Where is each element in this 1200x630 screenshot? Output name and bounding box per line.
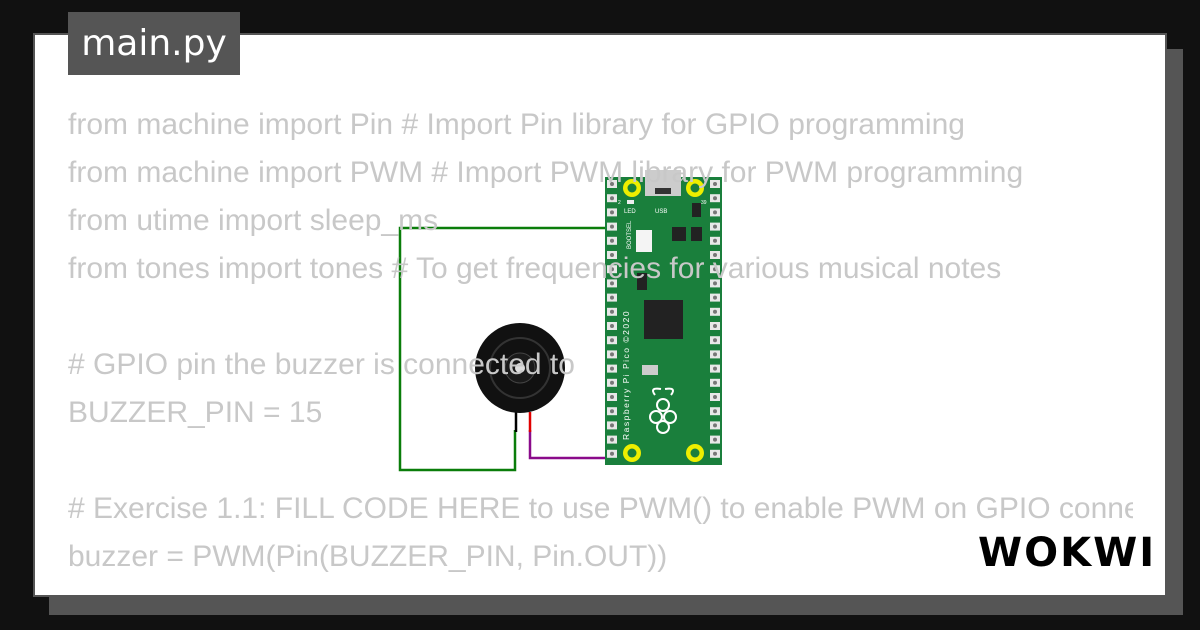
code-line: # GPIO pin the buzzer is connected to (68, 348, 575, 381)
pin-hole (610, 395, 614, 399)
bootsel-button[interactable] (636, 230, 652, 252)
pin-hole (610, 210, 614, 215)
pin-hole (713, 338, 717, 343)
pin-hole (610, 182, 614, 186)
pin-hole (713, 366, 717, 371)
code-line: BUZZER_PIN = 15 (68, 396, 323, 429)
rp2040-chip (644, 300, 683, 339)
pico-board[interactable]: LED USB 2 39 BOOTSEL Raspberry Pi Pico ©… (605, 170, 722, 465)
buzzer[interactable] (475, 323, 565, 413)
pin-hole (713, 224, 717, 229)
pin-hole (713, 380, 717, 385)
code-line: buzzer = PWM(Pin(BUZZER_PIN, Pin.OUT)) (68, 540, 668, 573)
pin-hole (610, 281, 614, 286)
pin-hole (610, 295, 614, 300)
pin-hole (713, 324, 717, 328)
code-line: # Exercise 1.1: FILL CODE HERE to use PW… (68, 492, 1133, 525)
pin-hole (713, 409, 717, 414)
bootsel-label: BOOTSEL (627, 220, 633, 249)
pin-hole (610, 380, 614, 385)
pin-hole (713, 281, 717, 286)
code-editor: from machine import Pin # Import Pin lib… (35, 35, 1133, 595)
pin-hole (713, 309, 717, 314)
code-line: from machine import Pin # Import Pin lib… (68, 108, 965, 141)
file-tab[interactable]: main.py (68, 12, 240, 75)
pin-hole (610, 224, 614, 229)
code-line: from machine import PWM # Import PWM lib… (68, 156, 1024, 189)
pin-hole (610, 324, 614, 328)
pin-hole (610, 451, 614, 456)
pin-hole (610, 437, 614, 442)
pin-hole (713, 352, 717, 357)
pin-hole (610, 196, 614, 201)
pin-hole (713, 253, 717, 257)
pin-hole (713, 451, 717, 456)
pin-hole (610, 253, 614, 257)
pin-hole (610, 309, 614, 314)
pin-hole (610, 338, 614, 343)
pin-hole (610, 238, 614, 243)
code-line: from tones import tones # To get frequen… (68, 252, 1002, 285)
pin2-label: 2 (618, 200, 621, 206)
code-line: from utime import sleep_ms (68, 204, 439, 237)
pin-hole (713, 267, 717, 272)
preview-card (33, 33, 1167, 597)
pin-hole (610, 267, 614, 272)
wokwi-logo: WOKWI (978, 530, 1157, 576)
pin-hole (610, 366, 614, 371)
pin-hole (610, 409, 614, 414)
pin-hole (610, 352, 614, 357)
silkscreen-label: Raspberry Pi Pico ©2020 (621, 310, 631, 440)
pin-hole (713, 295, 717, 300)
pin-hole (713, 437, 717, 442)
pin-hole (713, 182, 717, 186)
led-label: LED (624, 209, 636, 215)
pin-hole (713, 423, 717, 428)
raspberry-logo (649, 387, 677, 434)
ground-wire[interactable] (398, 226, 613, 472)
usb-label: USB (655, 209, 667, 215)
pin39-label: 39 (701, 200, 707, 206)
pin-hole (610, 423, 614, 428)
pin-hole (713, 210, 717, 215)
pin-hole (713, 238, 717, 243)
pin-hole (713, 395, 717, 399)
signal-wire[interactable] (528, 430, 613, 460)
pin-hole (713, 196, 717, 201)
